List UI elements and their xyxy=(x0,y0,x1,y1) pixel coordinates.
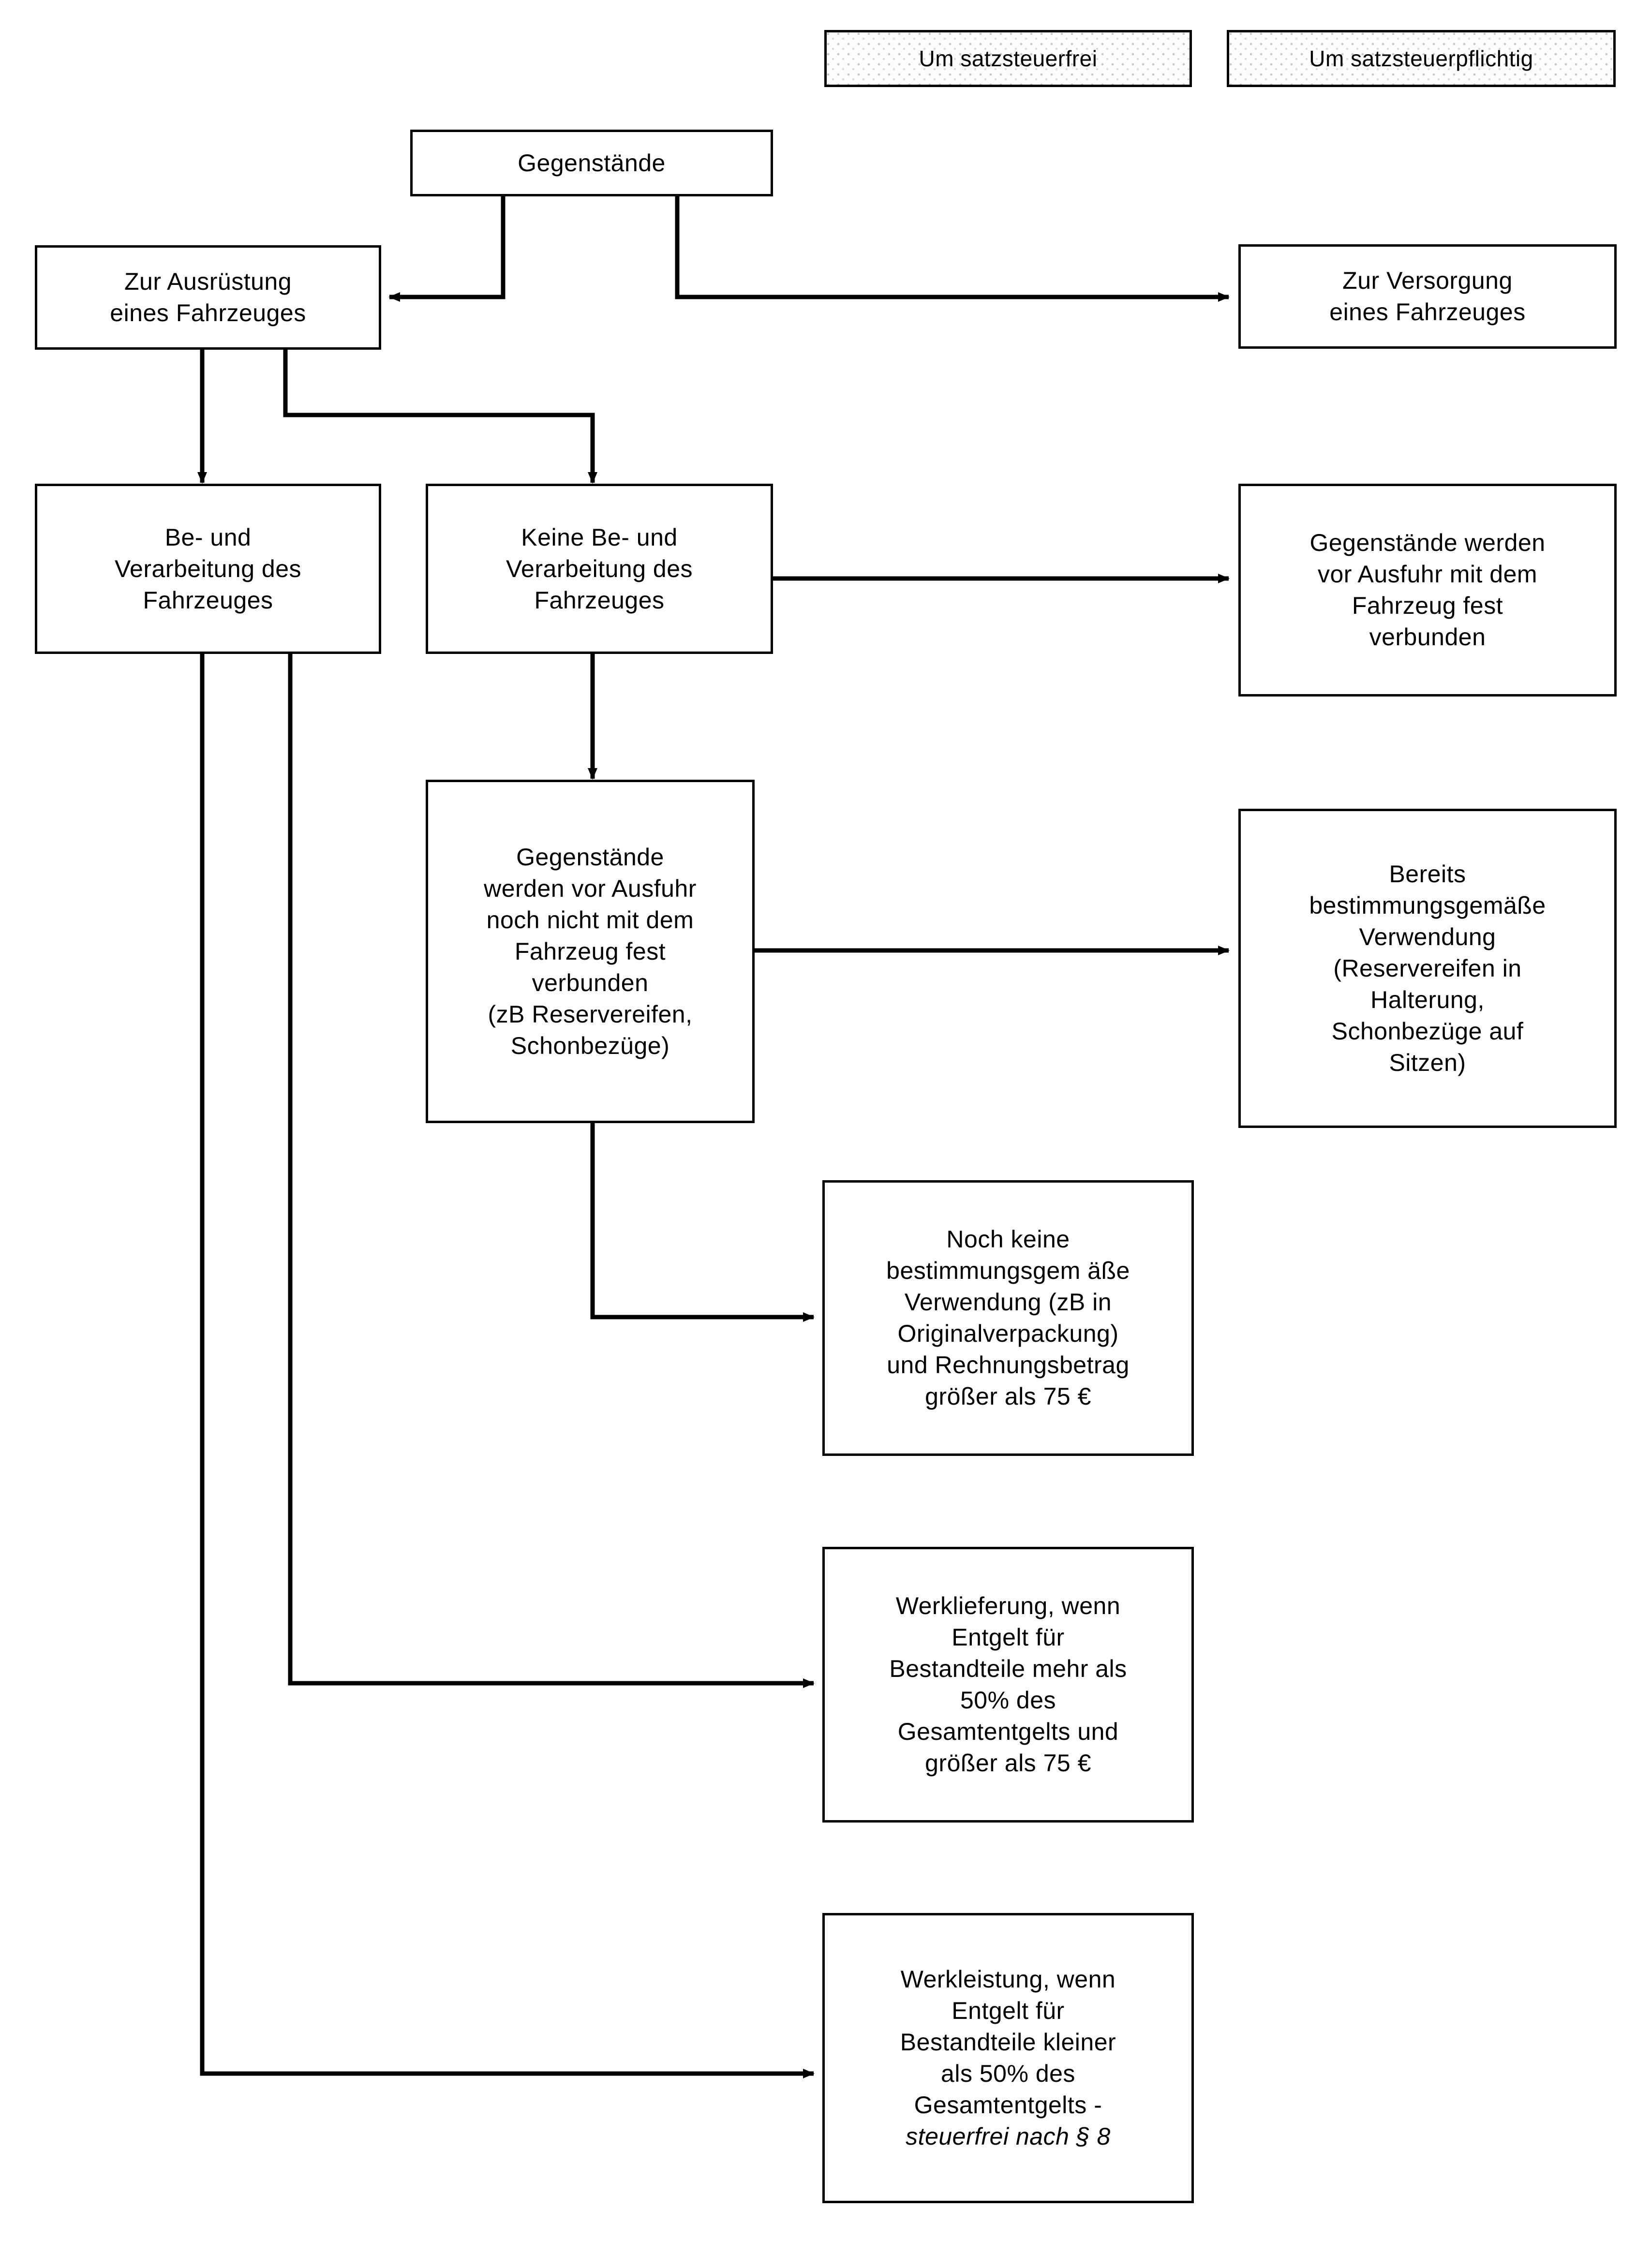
node-keine-be-und-verarbeitung[interactable]: Keine Be- und Verarbeitung des Fahrzeuge… xyxy=(426,484,773,654)
node-werkleistung-italic-label: steuerfrei nach § 8 xyxy=(906,2123,1111,2150)
node-werkleistung[interactable]: Werkleistung, wenn Entgelt für Bestandte… xyxy=(822,1913,1194,2203)
node-noch-keine-bestimmungsgemaess[interactable]: Noch keine bestimmungsgem äße Verwendung… xyxy=(822,1180,1194,1456)
node-noch-nicht-verbunden[interactable]: Gegenstände werden vor Ausfuhr noch nich… xyxy=(426,780,755,1123)
node-gegenstaende-label: Gegenstände xyxy=(518,149,666,177)
node-zur-ausruestung-label: Zur Ausrüstung eines Fahrzeuges xyxy=(110,268,306,326)
legend-tax-free-label: Um satzsteuerfrei xyxy=(919,46,1098,71)
edge-ausruestung-to-keineverarbeitung xyxy=(283,349,597,484)
edge-nochnicht-to-nochkeine xyxy=(590,1121,815,1322)
node-noch-nicht-verbunden-label: Gegenstände werden vor Ausfuhr noch nich… xyxy=(484,843,697,1059)
node-zur-versorgung[interactable]: Zur Versorgung eines Fahrzeuges xyxy=(1238,244,1617,349)
node-noch-keine-bestimmungsgemaess-label: Noch keine bestimmungsgem äße Verwendung… xyxy=(886,1226,1130,1410)
legend-tax-liable-label: Um satzsteuerpflichtig xyxy=(1309,46,1533,71)
node-be-und-verarbeitung[interactable]: Be- und Verarbeitung des Fahrzeuges xyxy=(35,484,381,654)
node-zur-versorgung-label: Zur Versorgung eines Fahrzeuges xyxy=(1329,267,1526,326)
edge-gegenstaende-to-versorgung xyxy=(675,196,1230,302)
legend-tax-free: Um satzsteuerfrei xyxy=(824,30,1192,87)
node-zur-ausruestung[interactable]: Zur Ausrüstung eines Fahrzeuges xyxy=(35,245,381,350)
node-werklieferung[interactable]: Werklieferung, wenn Entgelt für Bestandt… xyxy=(822,1547,1194,1823)
node-fest-verbunden-label: Gegenstände werden vor Ausfuhr mit dem F… xyxy=(1309,529,1546,651)
node-bereits-bestimmungsgemaess[interactable]: Bereits bestimmungsgemäße Verwendung (Re… xyxy=(1238,809,1617,1128)
legend-tax-liable: Um satzsteuerpflichtig xyxy=(1227,30,1616,87)
edge-gegenstaende-to-ausruestung xyxy=(388,196,506,302)
node-fest-verbunden[interactable]: Gegenstände werden vor Ausfuhr mit dem F… xyxy=(1238,484,1617,697)
node-gegenstaende[interactable]: Gegenstände xyxy=(410,130,773,196)
node-keine-be-und-verarbeitung-label: Keine Be- und Verarbeitung des Fahrzeuge… xyxy=(506,523,693,614)
node-bereits-bestimmungsgemaess-label: Bereits bestimmungsgemäße Verwendung (Re… xyxy=(1309,860,1546,1076)
node-be-und-verarbeitung-label: Be- und Verarbeitung des Fahrzeuges xyxy=(114,523,302,614)
node-werklieferung-label: Werklieferung, wenn Entgelt für Bestandt… xyxy=(889,1592,1127,1777)
node-werkleistung-label: Werkleistung, wenn Entgelt für Bestandte… xyxy=(900,1966,1116,2119)
